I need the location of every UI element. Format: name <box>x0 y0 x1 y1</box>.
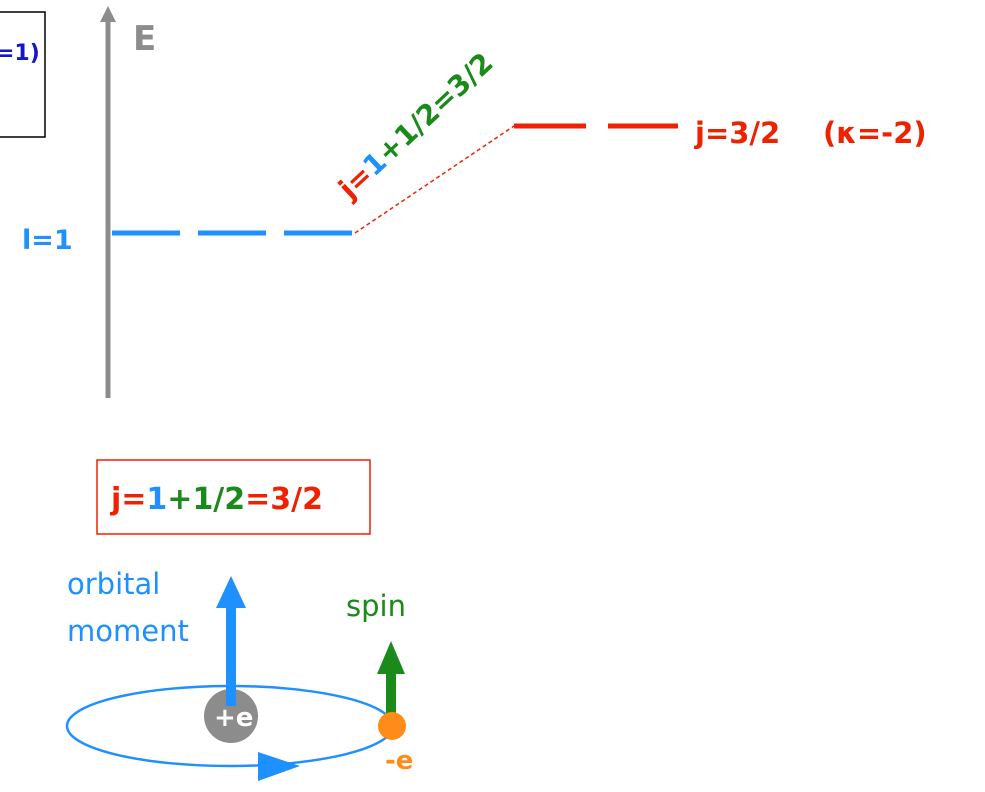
nucleus-label: +e <box>214 703 253 733</box>
energy-axis-label: E <box>133 19 156 59</box>
level-l-label: l=1 <box>22 225 73 256</box>
spin-arrow-shaft <box>386 672 396 716</box>
orbital-label-line1: orbital <box>67 567 160 601</box>
electron <box>378 712 406 740</box>
electron-label: -e <box>385 746 413 776</box>
orbital-label-line2: moment <box>67 614 189 648</box>
energy-axis-arrowhead <box>100 6 116 22</box>
clipped-text-box <box>0 12 45 137</box>
spin-arrowhead-icon <box>377 641 405 674</box>
orbital-moment-arrow-shaft <box>226 606 236 706</box>
orbital-moment-arrowhead-icon <box>216 576 246 608</box>
orbit-direction-arrow-icon <box>258 752 300 781</box>
clipped-box-text: =1) <box>0 41 40 66</box>
kappa-label: (κ=-2) <box>823 116 927 150</box>
level-j-label: j=3/2 <box>694 116 780 150</box>
coupling-equation: j=1+1/2=3/2 <box>110 482 323 517</box>
slope-j-label: j=1+1/2=3/2 <box>332 46 500 206</box>
spin-label: spin <box>346 589 406 623</box>
